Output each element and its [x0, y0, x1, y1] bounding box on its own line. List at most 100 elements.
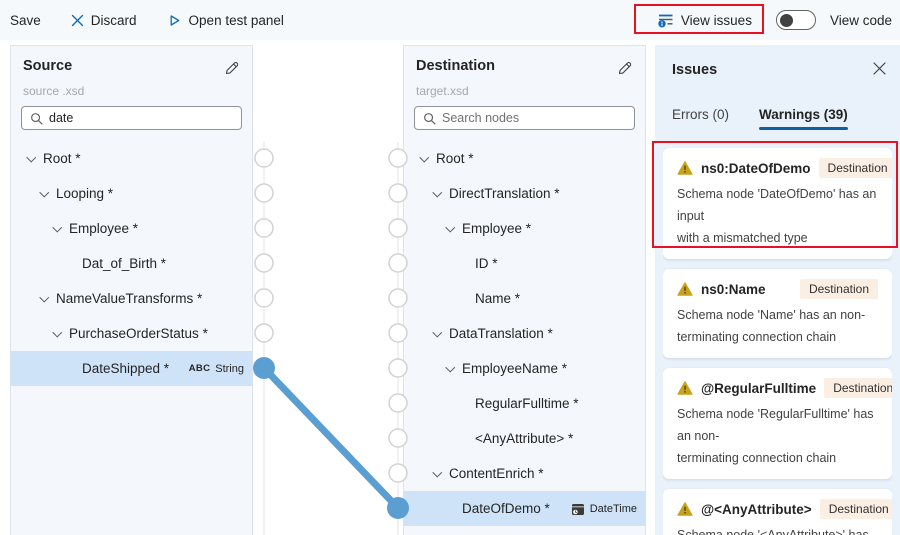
warning-card-dateofdemo[interactable]: ns0:DateOfDemo Destination Schema node '…: [663, 148, 892, 259]
toolbar-right-group: View issues View code: [648, 0, 892, 40]
source-tree-node-root[interactable]: Root *: [11, 141, 252, 176]
warning-icon: [677, 160, 693, 176]
source-tree-node-dateshipped[interactable]: DateShipped * ABC String: [11, 351, 252, 386]
destination-file-name: target.xsd: [416, 84, 469, 98]
source-connector-root[interactable]: [254, 148, 274, 168]
view-code-toggle[interactable]: [775, 10, 816, 30]
close-icon[interactable]: [872, 61, 887, 76]
save-button[interactable]: Save: [10, 13, 41, 28]
destination-tree-node-dateofdemo[interactable]: DateOfDemo * DateTime: [404, 491, 645, 526]
save-button-label: Save: [10, 12, 41, 28]
destination-tree-node-employeename[interactable]: EmployeeName *: [404, 351, 645, 386]
node-type-badge: DateTime: [571, 502, 637, 516]
calendar-clock-icon: [571, 502, 585, 516]
source-search-box: [21, 106, 242, 130]
source-tree: Root * Looping * Employee * Dat_of_Birth…: [11, 141, 252, 535]
mapping-connection-line[interactable]: [260, 364, 402, 512]
toolbar-left-group: Save Discard Open test panel: [10, 13, 284, 28]
edit-source-button[interactable]: [224, 60, 240, 76]
issues-panel-title: Issues: [672, 62, 718, 78]
chevron-down-icon[interactable]: [36, 291, 52, 307]
destination-tree-node-directtranslation[interactable]: DirectTranslation *: [404, 176, 645, 211]
source-tree-node-dat-of-birth[interactable]: Dat_of_Birth *: [82, 256, 167, 271]
source-tree-node-looping[interactable]: Looping *: [11, 176, 252, 211]
chevron-down-icon[interactable]: [416, 151, 432, 167]
destination-schema-panel: Destination target.xsd Root * DirectTran…: [403, 45, 646, 535]
chevron-down-icon[interactable]: [49, 221, 65, 237]
search-icon: [423, 112, 436, 125]
source-connector-looping[interactable]: [254, 183, 274, 203]
warning-icon: [677, 380, 693, 396]
play-icon: [167, 13, 182, 28]
source-panel-title: Source: [23, 58, 73, 74]
source-file-name: source .xsd: [23, 84, 85, 98]
view-issues-button[interactable]: View issues: [648, 7, 762, 33]
tab-errors[interactable]: Errors (0): [672, 107, 729, 122]
destination-tree-node-root[interactable]: Root *: [404, 141, 645, 176]
warning-description: Schema node 'RegularFulltime' has an non…: [677, 407, 874, 465]
chevron-down-icon[interactable]: [442, 221, 458, 237]
chevron-down-icon[interactable]: [429, 186, 445, 202]
destination-tree-node-datatranslation[interactable]: DataTranslation *: [404, 316, 645, 351]
source-connector-purchaseorderstatus[interactable]: [254, 323, 274, 343]
toolbar: Save Discard Open test panel: [0, 0, 900, 40]
destination-tree-node-employee[interactable]: Employee *: [404, 211, 645, 246]
toggle-knob: [779, 13, 793, 27]
discard-button-label: Discard: [90, 12, 137, 28]
destination-badge: Destination: [818, 158, 892, 178]
destination-tree-node-anyattribute[interactable]: <AnyAttribute> *: [475, 431, 574, 446]
warning-title: ns0:Name: [701, 281, 766, 297]
issues-list-icon: [658, 12, 674, 28]
destination-tree: Root * DirectTranslation * Employee * ID…: [404, 141, 645, 535]
source-connector-dateshipped[interactable]: [253, 357, 275, 379]
chevron-down-icon[interactable]: [36, 186, 52, 202]
chevron-down-icon[interactable]: [429, 466, 445, 482]
destination-search-input[interactable]: [442, 111, 626, 125]
destination-panel-title: Destination: [416, 58, 495, 74]
chevron-down-icon[interactable]: [49, 326, 65, 342]
source-connector-dat-of-birth[interactable]: [254, 253, 274, 273]
source-search-input[interactable]: [49, 111, 233, 125]
discard-button[interactable]: Discard: [71, 13, 137, 28]
warning-description: Schema node 'DateOfDemo' has an input wi…: [677, 187, 877, 245]
tab-warnings[interactable]: Warnings (39): [759, 107, 848, 130]
warning-card-anyattribute[interactable]: @<AnyAttribute> Destination Schema node …: [663, 489, 892, 535]
destination-search-box: [414, 106, 635, 130]
warning-title: @<AnyAttribute>: [701, 501, 812, 517]
issues-panel: Issues Errors (0) Warnings (39) ns0:Date…: [655, 45, 900, 535]
warning-title: ns0:DateOfDemo: [701, 160, 811, 176]
destination-badge: Destination: [824, 378, 892, 398]
warning-icon: [677, 501, 693, 517]
warning-icon: [677, 281, 693, 297]
source-connector-employee[interactable]: [254, 218, 274, 238]
destination-badge: Destination: [819, 499, 892, 519]
open-test-panel-label: Open test panel: [188, 12, 284, 28]
warning-card-name[interactable]: ns0:Name Destination Schema node 'Name' …: [663, 269, 892, 358]
destination-tree-node-name[interactable]: Name *: [475, 291, 521, 306]
destination-tree-node-contentenrich[interactable]: ContentEnrich *: [404, 456, 645, 491]
destination-tree-node-regularfulltime[interactable]: RegularFulltime *: [475, 396, 579, 411]
warning-card-regularfulltime[interactable]: @RegularFulltime Destination Schema node…: [663, 368, 892, 479]
view-issues-label: View issues: [680, 12, 752, 28]
dismiss-icon: [71, 14, 84, 27]
issues-tabs: Errors (0) Warnings (39): [672, 107, 848, 130]
warning-description: Schema node 'Name' has an non- terminati…: [677, 308, 866, 344]
open-test-panel-button[interactable]: Open test panel: [167, 13, 284, 28]
destination-tree-node-id[interactable]: ID *: [475, 256, 498, 271]
source-tree-node-namevaluetransforms[interactable]: NameValueTransforms *: [11, 281, 252, 316]
search-icon: [30, 112, 43, 125]
warnings-list: ns0:DateOfDemo Destination Schema node '…: [663, 148, 892, 535]
string-type-icon: ABC: [188, 363, 211, 374]
edit-destination-button[interactable]: [617, 60, 633, 76]
source-tree-node-purchaseorderstatus[interactable]: PurchaseOrderStatus *: [11, 316, 252, 351]
warning-title: @RegularFulltime: [701, 380, 817, 396]
source-connector-namevaluetransforms[interactable]: [254, 288, 274, 308]
source-tree-node-employee[interactable]: Employee *: [11, 211, 252, 246]
view-code-label: View code: [829, 12, 892, 28]
chevron-down-icon[interactable]: [23, 151, 39, 167]
node-type-badge: ABC String: [188, 362, 244, 375]
chevron-down-icon[interactable]: [442, 361, 458, 377]
chevron-down-icon[interactable]: [429, 326, 445, 342]
warning-description: Schema node '<AnyAttribute>' has an non-…: [677, 528, 869, 535]
destination-badge: Destination: [799, 279, 878, 299]
